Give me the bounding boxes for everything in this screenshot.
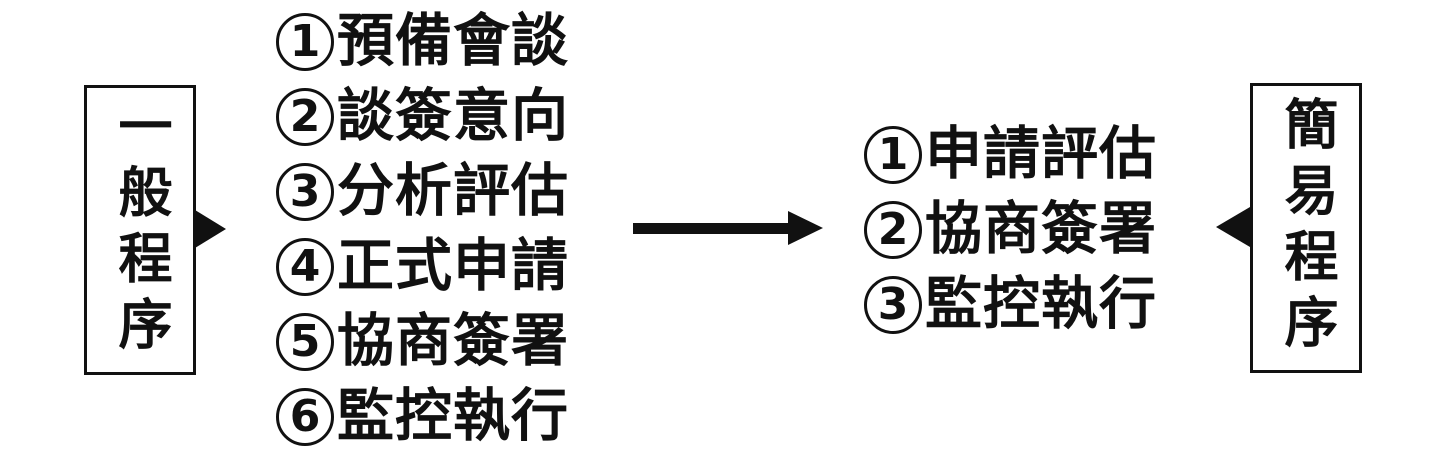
step-label: 協商簽署	[925, 197, 1157, 261]
general-procedure-box: 一般程序	[84, 85, 196, 375]
arrow-head-icon	[788, 211, 823, 245]
step-item: 3 監控執行	[864, 267, 1157, 342]
simplified-procedure-label: 簡易程序	[1276, 96, 1336, 360]
step-number-badge: 3	[276, 162, 334, 221]
step-number-badge: 6	[276, 387, 334, 446]
step-number-badge: 2	[864, 200, 922, 259]
general-procedure-steps: 1 預備會談 2 談簽意向 3 分析評估 4 正式申請 5 協商簽署 6 監控執…	[276, 4, 569, 454]
simplified-procedure-box: 簡易程序	[1250, 83, 1362, 373]
step-number-badge: 5	[276, 312, 334, 371]
step-label: 預備會談	[337, 9, 569, 73]
arrowhead-right-icon	[195, 210, 226, 248]
arrow-shaft	[633, 223, 793, 234]
step-label: 分析評估	[337, 159, 569, 223]
step-number-badge: 1	[864, 125, 922, 184]
step-item: 1 預備會談	[276, 4, 569, 79]
step-number-badge: 1	[276, 12, 334, 71]
step-number-badge: 2	[276, 87, 334, 146]
step-label: 監控執行	[925, 272, 1157, 336]
step-label: 談簽意向	[337, 84, 569, 148]
arrowhead-left-icon	[1216, 207, 1250, 247]
step-item: 4 正式申請	[276, 229, 569, 304]
step-number-badge: 3	[864, 275, 922, 334]
simplified-procedure-steps: 1 申請評估 2 協商簽署 3 監控執行	[864, 117, 1157, 342]
step-item: 2 協商簽署	[864, 192, 1157, 267]
step-item: 3 分析評估	[276, 154, 569, 229]
general-procedure-label: 一般程序	[110, 98, 170, 362]
step-item: 6 監控執行	[276, 379, 569, 454]
step-label: 申請評估	[925, 122, 1157, 186]
step-number-badge: 4	[276, 237, 334, 296]
step-item: 2 談簽意向	[276, 79, 569, 154]
step-item: 5 協商簽署	[276, 304, 569, 379]
transition-arrow	[633, 211, 823, 246]
step-item: 1 申請評估	[864, 117, 1157, 192]
step-label: 協商簽署	[337, 309, 569, 373]
step-label: 監控執行	[337, 384, 569, 448]
step-label: 正式申請	[337, 234, 569, 298]
